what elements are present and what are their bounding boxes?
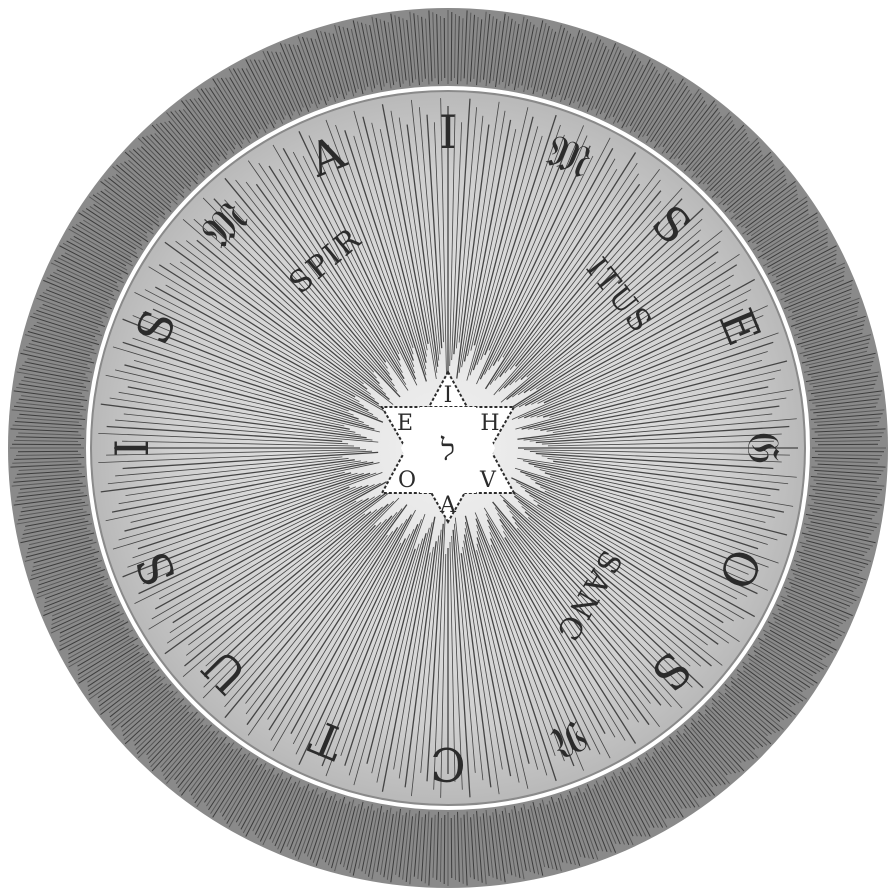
ring-letter: I	[105, 439, 159, 457]
hexagram-letter-left: E	[397, 411, 413, 436]
hexagram-letter-bottom-left: O	[398, 468, 416, 493]
hatch-line	[444, 18, 445, 78]
hatch-line	[18, 451, 78, 452]
hatch-line	[818, 444, 878, 445]
hatch-line	[451, 818, 452, 878]
ring-letter: 𝔊	[737, 432, 791, 465]
hatch-line	[815, 451, 884, 452]
hatch-line	[444, 815, 445, 884]
hexagram-letter-bottom-right: V	[479, 468, 497, 493]
ring-letter: C	[430, 737, 465, 791]
hexagram-letter-right: H	[480, 411, 499, 436]
hatch-line	[12, 444, 81, 445]
hexagram-letter-bottom: A	[439, 493, 457, 518]
hexagram-letter-top: I	[444, 383, 453, 408]
hatch-line	[451, 12, 452, 81]
hexagram-center-glyph: ל	[440, 433, 455, 468]
ring-letter: I	[439, 105, 457, 159]
